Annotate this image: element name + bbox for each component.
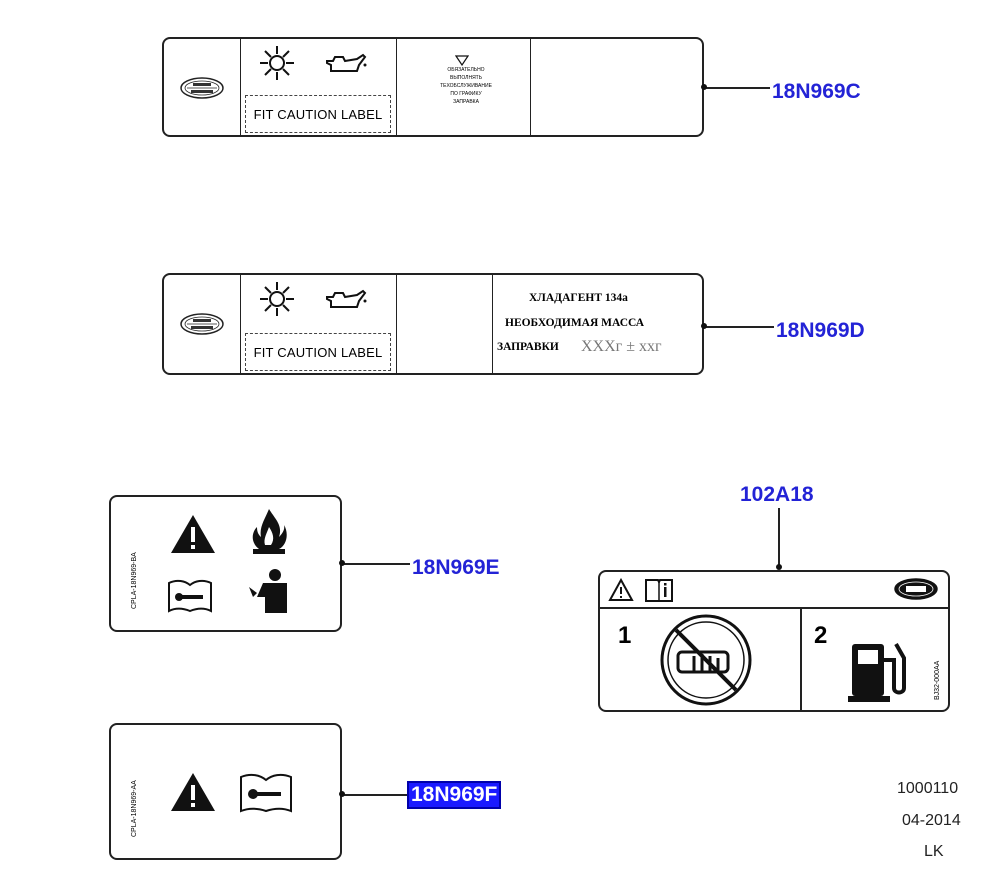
coolant-snowflake-sun-icon [259,281,295,322]
illustrator-initials: LK [924,843,944,860]
refrigerant-line-1: ХЛАДАГЕНТ 134a [529,292,628,304]
refrigerant-line-3a: ЗАПРАВКИ [497,341,559,353]
label-102a18: 1 2 BJ32-000AA [598,570,950,712]
land-rover-logo [180,77,224,104]
leader-dot [339,560,345,566]
coolant-snowflake-sun-icon [259,45,295,86]
label-18n969c: FIT CAUTION LABEL ОБЯЗАТЕЛЬНО ВЫПОЛНЯТЬ … [162,37,704,137]
part-ref-18n969d[interactable]: 18N969D [776,319,865,342]
russian-text-cell: ОБЯЗАТЕЛЬНО ВЫПОЛНЯТЬ ТЕХОБСЛУЖИВАНИЕ ПО… [396,39,531,135]
refrigerant-line-3b: XXXг ± xxг [581,338,662,355]
small-warning-icon [454,53,470,71]
oil-can-icon [323,51,367,82]
header-divider [600,607,948,609]
land-rover-logo [180,313,224,340]
label-18n969e: CPLA-18N969-BA [109,495,342,632]
label-18n969f: CPLA-18N969-AA [109,723,342,860]
icon-cell: FIT CAUTION LABEL [240,39,396,135]
service-person-icon [247,567,291,620]
leader-dot [776,564,782,570]
step-divider [800,607,802,710]
leader-line [778,508,780,568]
warning-triangle-outline-icon [608,577,634,607]
refrigerant-line-2: НЕОБХОДИМАЯ МАССА [505,317,645,329]
refrigerant-text-cell: ХЛАДАГЕНТ 134a НЕОБХОДИМАЯ МАССА ЗАПРАВК… [492,275,702,373]
step-number-1: 1 [618,622,632,649]
label-18n969d: FIT CAUTION LABEL ХЛАДАГЕНТ 134a НЕОБХОД… [162,273,704,375]
small-print-line-4: ПО ГРАФИКУ [450,91,482,97]
fit-caution-label: FIT CAUTION LABEL [245,333,391,371]
leader-dot [701,323,707,329]
no-hand-grab-icon [658,612,754,713]
small-print-line-5: ЗАПРАВКА [453,99,479,105]
leader-line [342,794,408,796]
manual-book-icon [167,579,213,618]
manual-book-icon [239,773,293,818]
small-print-line-1: ОБЯЗАТЕЛЬНО [447,67,485,73]
part-ref-18n969e[interactable]: 18N969E [412,556,500,579]
fuel-pump-icon [848,638,914,709]
part-ref-18n969c[interactable]: 18N969C [772,80,861,103]
part-code-vertical: CPLA-18N969-BA [131,552,138,609]
fit-caution-label: FIT CAUTION LABEL [245,95,391,133]
blank-cell [396,275,493,373]
part-code-vertical: BJ32-000AA [934,660,941,700]
leader-line [342,563,410,565]
warning-triangle-icon [169,513,217,560]
part-code-vertical: CPLA-18N969-AA [131,780,138,837]
step-number-2: 2 [814,622,828,649]
land-rover-logo [894,578,938,605]
warning-triangle-icon [169,771,217,818]
leader-line [704,87,770,89]
leader-dot [339,791,345,797]
oil-can-icon [323,287,367,318]
manual-info-icon [644,577,674,608]
part-ref-102a18[interactable]: 102A18 [740,483,814,506]
illustration-date: 04-2014 [902,812,961,829]
flame-icon [249,507,289,562]
leader-dot [701,84,707,90]
part-ref-18n969f[interactable]: 18N969F [406,781,502,809]
small-print-line-2: ВЫПОЛНЯТЬ [449,75,483,81]
small-print-line-3: ТЕХОБСЛУЖИВАНИЕ [440,83,492,89]
icon-cell: FIT CAUTION LABEL [240,275,396,373]
illustration-id: 1000110 [897,780,959,797]
leader-line [704,326,774,328]
blank-cell [530,39,702,135]
